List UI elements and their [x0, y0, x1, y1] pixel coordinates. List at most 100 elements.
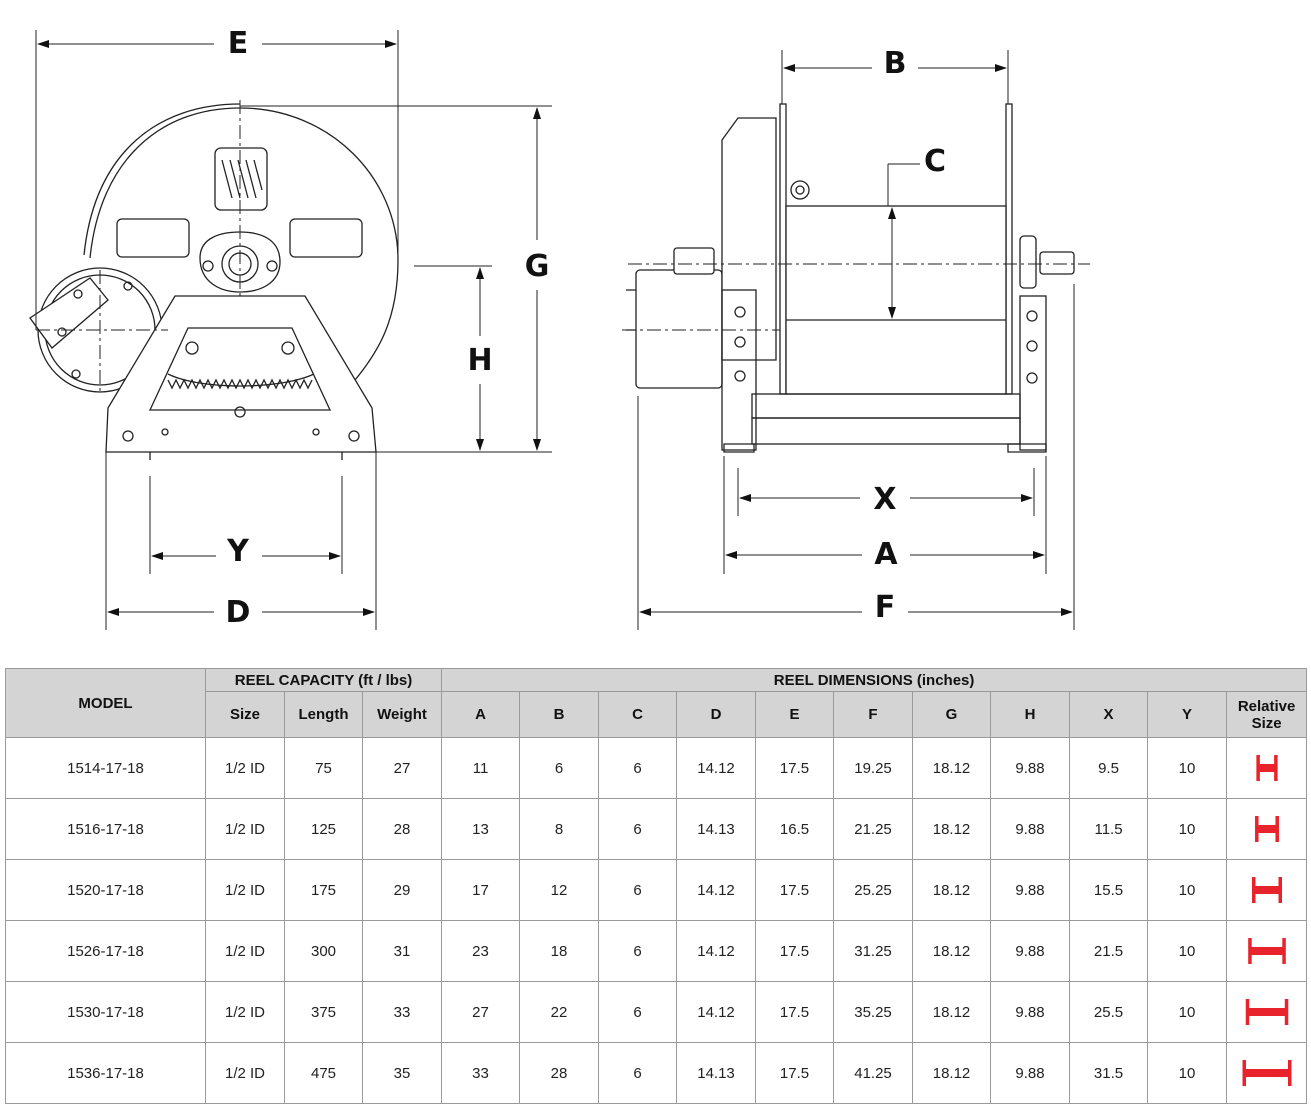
cell-d: 14.12: [676, 981, 757, 1043]
cell-weight: 33: [361, 981, 443, 1043]
cell-f: 41.25: [833, 1042, 914, 1104]
cell-e: 17.5: [755, 859, 835, 921]
dim-label-e: E: [228, 26, 249, 61]
dim-label-f: F: [875, 590, 896, 625]
cell-a: 13: [441, 798, 521, 860]
relative-size-icon: [1245, 999, 1288, 1025]
header-c: C: [598, 691, 678, 738]
cell-e: 16.5: [755, 798, 835, 860]
dim-label-c: C: [924, 144, 946, 179]
cell-b: 18: [519, 920, 600, 982]
cell-e: 17.5: [755, 737, 835, 799]
cell-h: 9.88: [990, 798, 1071, 860]
header-reel-capacity: REEL CAPACITY (ft / lbs): [204, 668, 443, 692]
dim-label-g: G: [525, 249, 550, 284]
cell-weight: 28: [361, 798, 443, 860]
header-relative-size: Relative Size: [1226, 691, 1308, 738]
cell-y: 10: [1147, 737, 1228, 799]
cell-b: 28: [519, 1042, 600, 1104]
header-f: F: [833, 691, 914, 738]
cell-g: 18.12: [912, 981, 992, 1043]
cell-weight: 35: [361, 1042, 443, 1104]
cell-weight: 31: [361, 920, 443, 982]
dimension-lines: [35, 30, 1075, 630]
cell-y: 10: [1147, 859, 1228, 921]
dim-label-h: H: [467, 343, 492, 378]
cell-h: 9.88: [990, 1042, 1071, 1104]
cell-h: 9.88: [990, 737, 1071, 799]
cell-e: 17.5: [755, 981, 835, 1043]
relative-size-bar: [1251, 877, 1282, 903]
cell-x: 25.5: [1069, 981, 1149, 1043]
header-e: E: [755, 691, 835, 738]
cell-model: 1520-17-18: [5, 859, 206, 921]
cell-a: 17: [441, 859, 521, 921]
dim-label-d: D: [226, 595, 251, 630]
cell-x: 11.5: [1069, 798, 1149, 860]
cell-b: 22: [519, 981, 600, 1043]
relative-size-icon: [1254, 816, 1279, 842]
header-y: Y: [1147, 691, 1228, 738]
cell-f: 25.25: [833, 859, 914, 921]
header-a: A: [441, 691, 521, 738]
header-relative-line2: Size: [1251, 714, 1282, 732]
dim-label-y: Y: [226, 534, 250, 569]
cell-c: 6: [598, 1042, 678, 1104]
cell-y: 10: [1147, 1042, 1228, 1104]
cell-size: 1/2 ID: [205, 798, 285, 860]
header-x: X: [1069, 691, 1149, 738]
cell-e: 17.5: [755, 1042, 835, 1104]
cell-relative-size: [1226, 737, 1308, 799]
cell-y: 10: [1147, 981, 1228, 1043]
cell-length: 75: [284, 737, 363, 799]
cell-c: 6: [598, 981, 678, 1043]
cell-size: 1/2 ID: [205, 1042, 285, 1104]
cell-g: 18.12: [912, 1042, 992, 1104]
cell-size: 1/2 ID: [205, 859, 285, 921]
cell-size: 1/2 ID: [205, 920, 285, 982]
header-reel-dimensions: REEL DIMENSIONS (inches): [441, 668, 1308, 692]
cell-length: 375: [284, 981, 363, 1043]
cell-model: 1514-17-18: [5, 737, 206, 799]
cell-x: 21.5: [1069, 920, 1149, 982]
dim-label-a: A: [874, 537, 898, 572]
relative-size-bar: [1242, 1060, 1292, 1086]
cell-model: 1530-17-18: [5, 981, 206, 1043]
cell-relative-size: [1226, 798, 1308, 860]
cell-h: 9.88: [990, 920, 1071, 982]
header-size: Size: [205, 691, 285, 738]
cell-c: 6: [598, 798, 678, 860]
cell-a: 27: [441, 981, 521, 1043]
cell-size: 1/2 ID: [205, 737, 285, 799]
cell-c: 6: [598, 737, 678, 799]
cell-model: 1536-17-18: [5, 1042, 206, 1104]
side-view: [622, 103, 1090, 453]
cell-f: 35.25: [833, 981, 914, 1043]
cell-d: 14.13: [676, 798, 757, 860]
cell-g: 18.12: [912, 737, 992, 799]
cell-length: 300: [284, 920, 363, 982]
header-d: D: [676, 691, 757, 738]
relative-size-icon: [1255, 755, 1278, 781]
cell-size: 1/2 ID: [205, 981, 285, 1043]
cell-g: 18.12: [912, 920, 992, 982]
cell-relative-size: [1226, 1042, 1308, 1104]
reel-dimension-drawing: E G H Y D B C X A F: [29, 26, 1090, 630]
relative-size-bar: [1255, 755, 1278, 781]
cell-x: 9.5: [1069, 737, 1149, 799]
cell-model: 1526-17-18: [5, 920, 206, 982]
cell-relative-size: [1226, 920, 1308, 982]
header-weight: Weight: [361, 691, 443, 738]
cell-a: 33: [441, 1042, 521, 1104]
cell-x: 15.5: [1069, 859, 1149, 921]
cell-c: 6: [598, 859, 678, 921]
cell-d: 14.12: [676, 920, 757, 982]
cell-x: 31.5: [1069, 1042, 1149, 1104]
cell-f: 21.25: [833, 798, 914, 860]
cell-g: 18.12: [912, 798, 992, 860]
